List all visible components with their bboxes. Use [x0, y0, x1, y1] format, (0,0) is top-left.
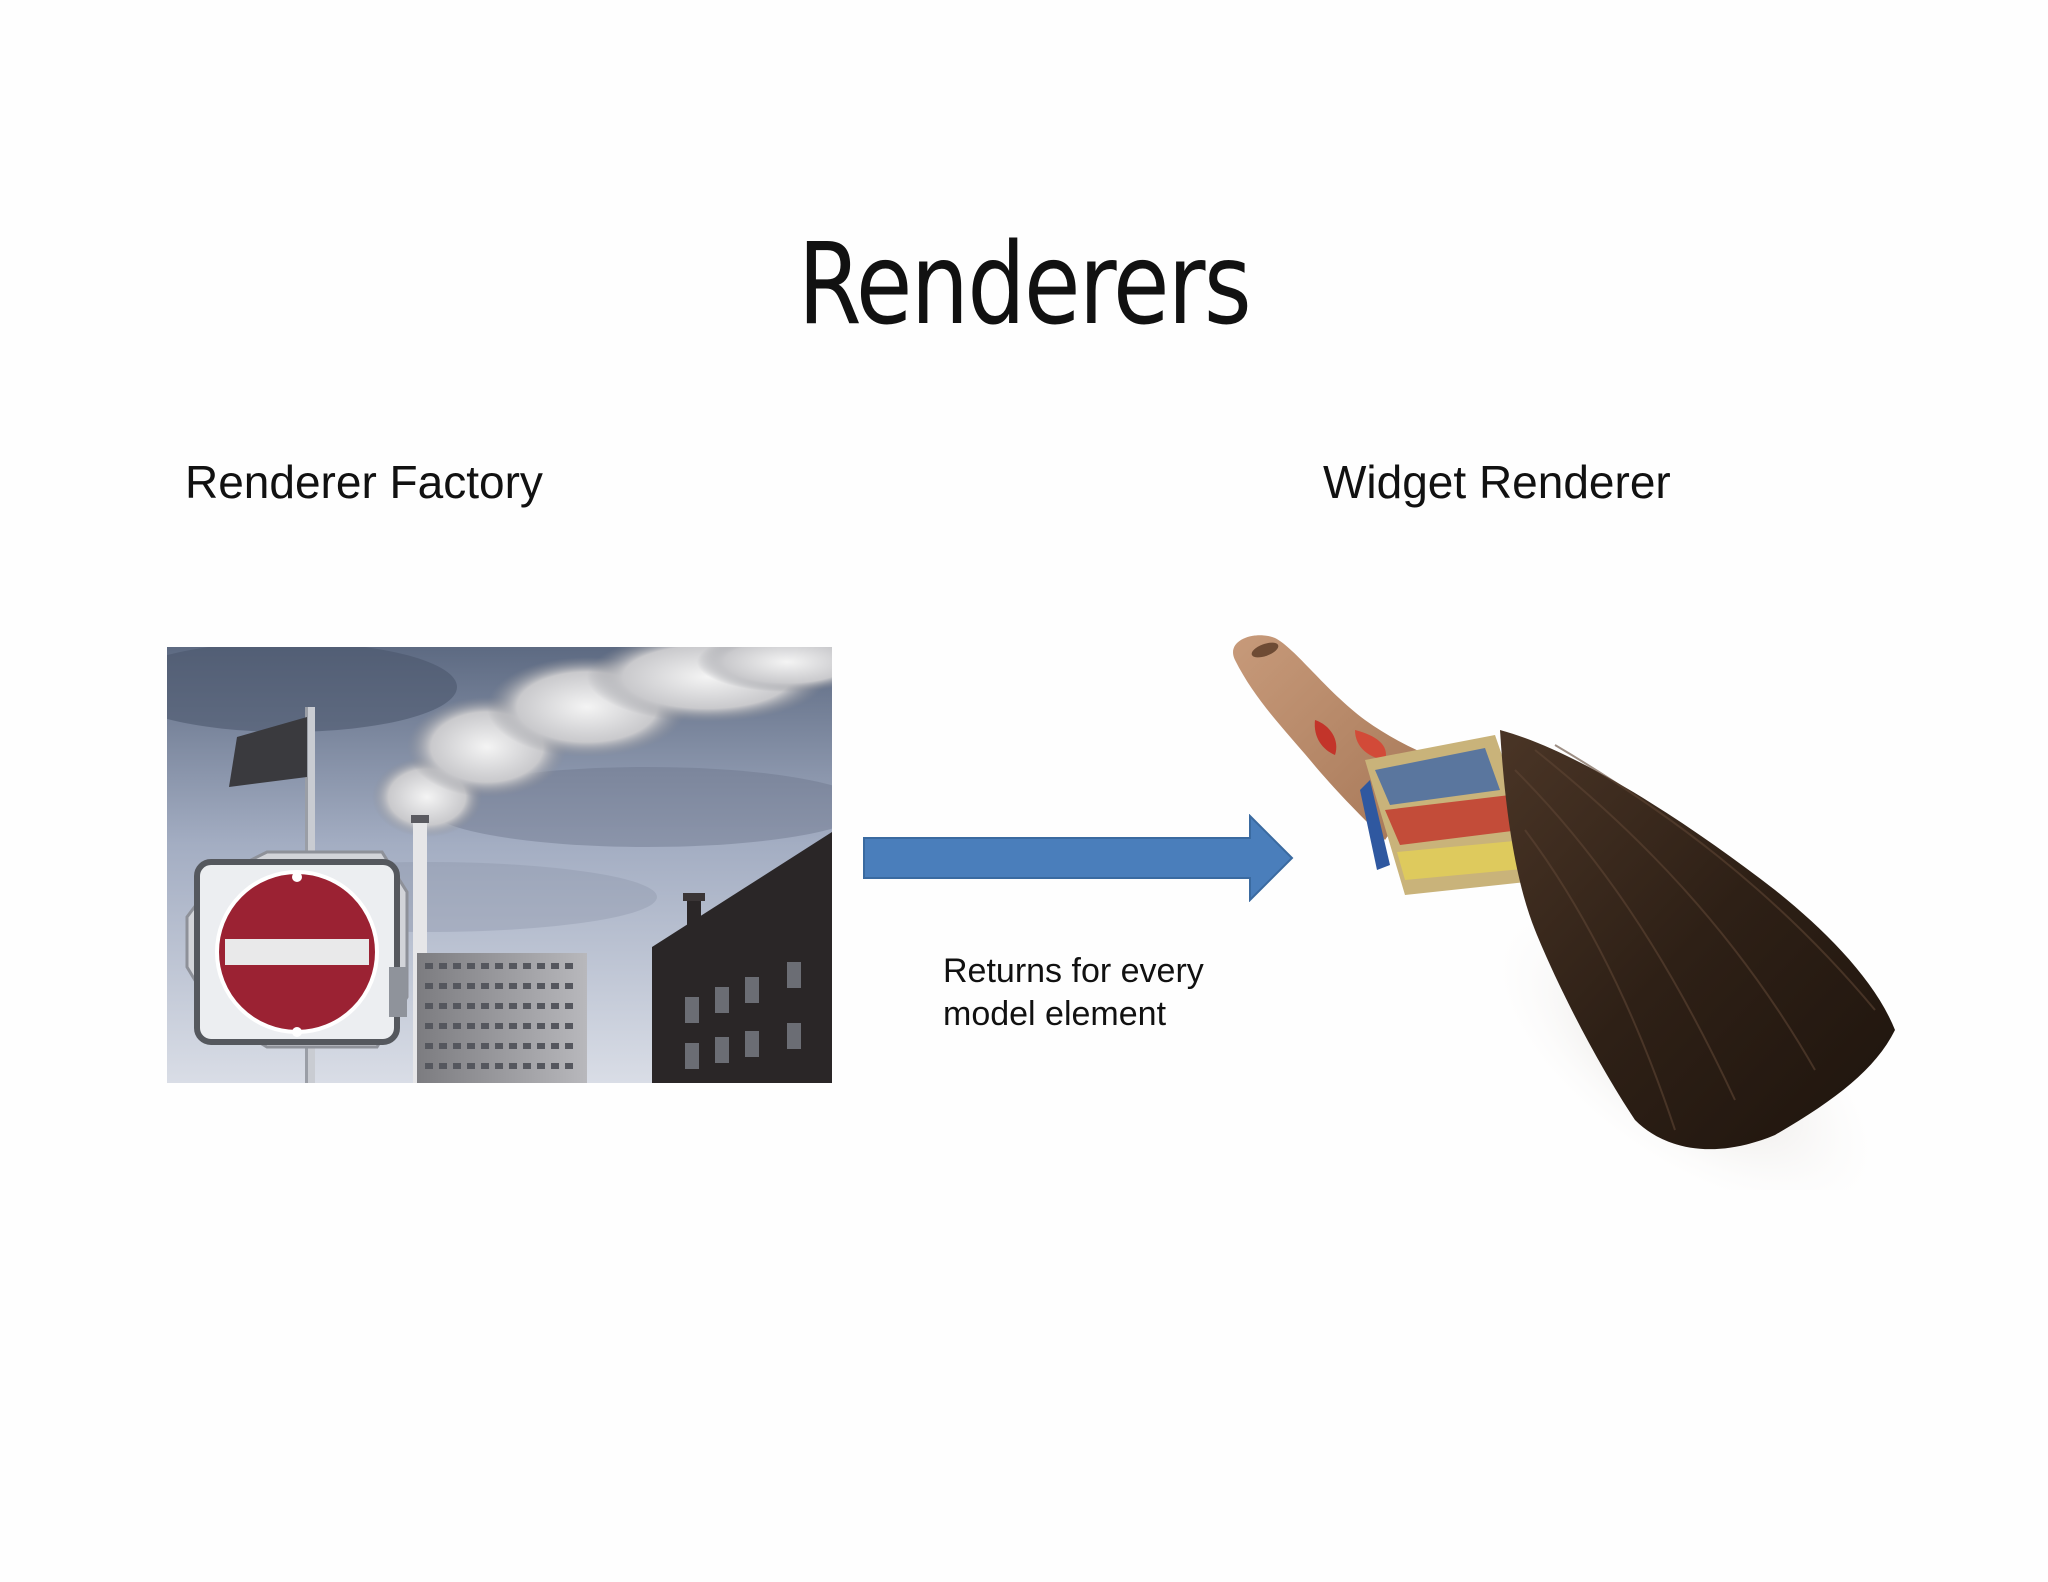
renderer-factory-heading: Renderer Factory	[185, 456, 543, 508]
widget-renderer-heading: Widget Renderer	[1323, 456, 1671, 508]
arrow-caption-line1: Returns for every	[943, 952, 1204, 990]
slide-title: Renderers	[797, 220, 1252, 350]
factory-photo	[167, 647, 832, 1083]
paintbrush-photo	[1215, 630, 1905, 1190]
arrow-caption-line2: model element	[943, 995, 1167, 1033]
arrow-caption: Returns for every model element	[943, 950, 1303, 1036]
right-arrow-icon	[862, 814, 1294, 902]
